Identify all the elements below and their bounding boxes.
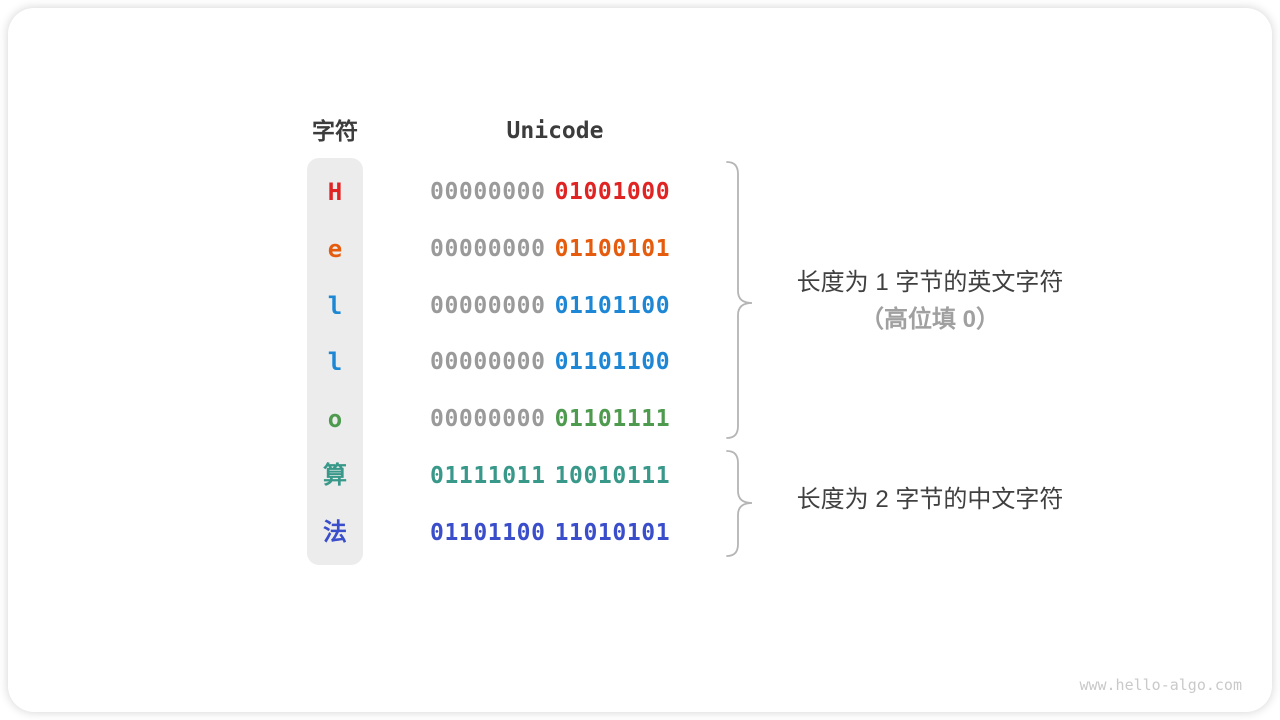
column-header-character: 字符 — [312, 118, 358, 144]
high-byte: 00000000 — [430, 349, 546, 375]
character-column-background — [307, 158, 363, 565]
watermark-url: www.hello-algo.com — [1079, 676, 1242, 694]
annotation-line-primary: 长度为 1 字节的英文字符 — [796, 269, 1064, 296]
diagram-card — [8, 8, 1272, 712]
low-byte: 01101111 — [554, 406, 671, 432]
high-byte: 00000000 — [430, 236, 546, 262]
brace-english-group — [726, 161, 753, 439]
unicode-bits-row: 00000000 01001000 — [430, 177, 670, 207]
annotation-line-secondary: （高位填 0） — [859, 306, 1000, 333]
low-byte: 11010101 — [554, 520, 671, 546]
low-byte: 01101100 — [554, 293, 671, 319]
low-byte: 01101100 — [554, 349, 671, 375]
grouping-braces — [726, 161, 753, 557]
character-cell: H — [327, 178, 343, 206]
character-cell: e — [327, 235, 343, 263]
character-cell: 算 — [323, 462, 347, 489]
low-byte: 01100101 — [554, 236, 671, 262]
character-cell: l — [327, 348, 343, 376]
high-byte: 01111011 — [430, 463, 546, 489]
brace-chinese-group — [726, 450, 753, 557]
high-byte: 00000000 — [430, 293, 546, 319]
character-cell: l — [327, 292, 343, 320]
high-byte: 00000000 — [430, 179, 546, 205]
unicode-bits-row: 00000000 01101100 — [430, 347, 670, 377]
character-cell: o — [327, 405, 343, 433]
low-byte: 10010111 — [554, 463, 671, 489]
unicode-bits-row: 01101100 11010101 — [430, 518, 670, 548]
unicode-bits-row: 00000000 01101100 — [430, 291, 670, 321]
annotation-chinese-chars: 长度为 2 字节的中文字符 — [765, 484, 1095, 516]
high-byte: 01101100 — [430, 520, 546, 546]
annotation-english-chars: 长度为 1 字节的英文字符 （高位填 0） — [765, 267, 1095, 336]
high-byte: 00000000 — [430, 406, 546, 432]
annotation-line-primary: 长度为 2 字节的中文字符 — [796, 486, 1064, 513]
character-cell: 法 — [323, 519, 347, 546]
unicode-bits-row: 00000000 01100101 — [430, 234, 670, 264]
column-header-unicode: Unicode — [506, 118, 604, 144]
unicode-bits-row: 00000000 01101111 — [430, 404, 670, 434]
low-byte: 01001000 — [554, 179, 671, 205]
unicode-bits-row: 01111011 10010111 — [430, 461, 670, 491]
